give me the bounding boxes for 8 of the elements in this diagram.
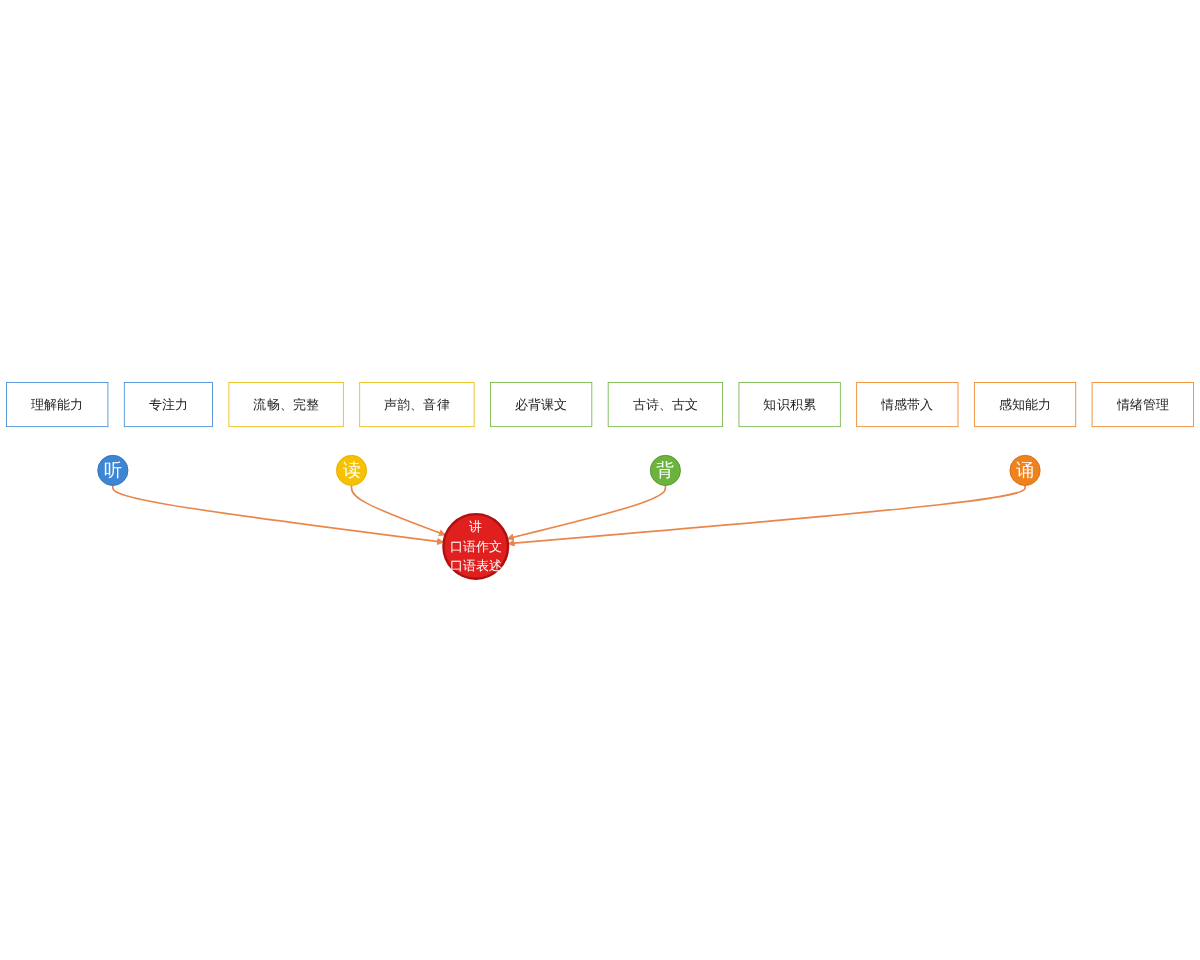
arrow bbox=[507, 484, 1026, 547]
node-circle: 背 bbox=[649, 454, 681, 486]
arrow bbox=[350, 484, 446, 536]
arrow bbox=[112, 484, 445, 545]
node-circle: 诵 bbox=[1009, 454, 1041, 486]
node-circle: 读 bbox=[335, 454, 368, 486]
arrow bbox=[506, 484, 667, 541]
node-circle: 听 bbox=[97, 454, 129, 486]
